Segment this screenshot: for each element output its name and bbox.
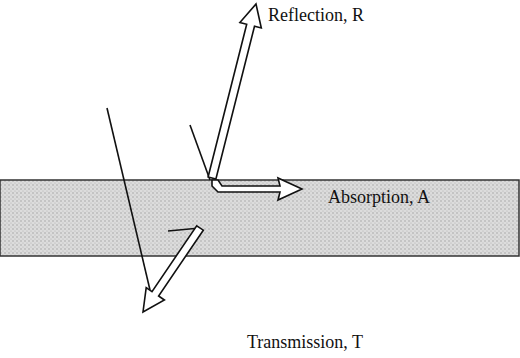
band-label: Absorption, A [328,186,430,208]
absorption-arrow [212,178,302,200]
reflection-arrow [208,4,261,179]
ray-label: Transmission, T [247,331,363,353]
transmission-arrow [143,226,203,312]
incident-ray [190,125,210,180]
ray-label: Reflection, R [268,4,364,26]
material-band: Absorption, A [0,180,520,256]
incident-ray [107,108,150,290]
